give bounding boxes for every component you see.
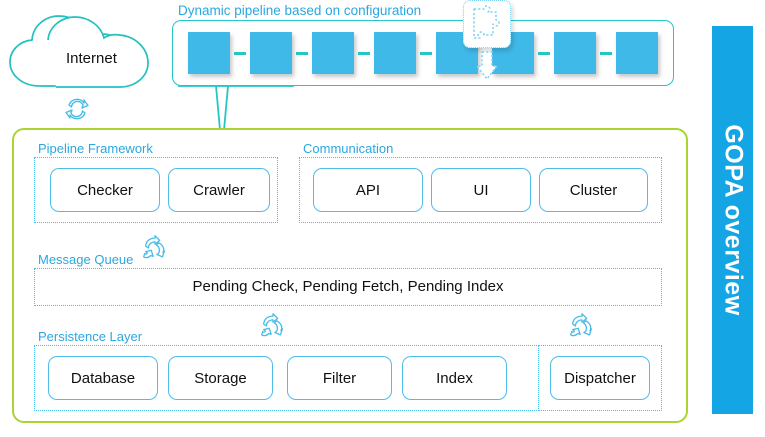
node-dispatcher[interactable]: Dispatcher (550, 356, 650, 400)
group-label-communication: Communication (303, 141, 394, 156)
pipeline-connector (358, 51, 370, 55)
plugin-card[interactable] (463, 0, 511, 48)
recycle-icon (261, 313, 284, 337)
pipeline-connector (234, 51, 246, 55)
node-crawler[interactable]: Crawler (168, 168, 270, 212)
group-label-pipeline-framework: Pipeline Framework (38, 141, 153, 156)
node-index[interactable]: Index (402, 356, 507, 400)
sidebar-banner: GOPA overview (712, 26, 753, 414)
node-database[interactable]: Database (48, 356, 158, 400)
internet-cloud-group: Internet (4, 8, 164, 98)
pipeline-node[interactable] (374, 32, 416, 74)
arrow-down-icon (476, 51, 498, 80)
sidebar-title: GOPA overview (719, 124, 747, 316)
node-filter[interactable]: Filter (287, 356, 392, 400)
node-api[interactable]: API (313, 168, 423, 212)
pipeline-title: Dynamic pipeline based on configuration (178, 3, 422, 18)
pipeline-node[interactable] (188, 32, 230, 74)
pipeline-node-row (172, 20, 674, 86)
recycle-icon (570, 313, 593, 337)
message-queue-content: Pending Check, Pending Fetch, Pending In… (192, 278, 504, 295)
pipeline-connector (296, 51, 308, 55)
pipeline-connector (420, 51, 432, 55)
puzzle-piece-icon (473, 5, 500, 39)
pipeline-node[interactable] (554, 32, 596, 74)
pipeline-node[interactable] (312, 32, 354, 74)
node-checker[interactable]: Checker (50, 168, 160, 212)
pipeline-connector (538, 51, 550, 55)
group-label-persistence-layer: Persistence Layer (38, 329, 143, 344)
pipeline-node[interactable] (616, 32, 658, 74)
sync-refresh-icon (65, 98, 89, 120)
node-cluster[interactable]: Cluster (539, 168, 648, 212)
group-box-message-queue: Pending Check, Pending Fetch, Pending In… (34, 268, 662, 306)
recycle-icon (143, 235, 166, 259)
cloud-icon (9, 15, 149, 88)
group-label-message-queue: Message Queue (38, 252, 134, 267)
pipeline-node[interactable] (250, 32, 292, 74)
cloud-label: Internet (66, 50, 117, 67)
pipeline-connector (600, 51, 612, 55)
node-ui[interactable]: UI (431, 168, 531, 212)
node-storage[interactable]: Storage (168, 356, 273, 400)
plugin-group (463, 0, 515, 86)
